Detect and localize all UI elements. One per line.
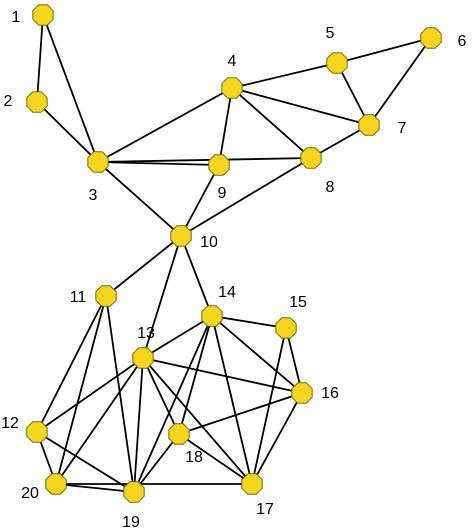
edges-layer	[36, 14, 432, 493]
node-1[interactable]	[32, 4, 54, 26]
node-13[interactable]	[132, 347, 154, 369]
node-16[interactable]	[291, 382, 313, 404]
node-label-18: 18	[185, 449, 203, 466]
edge-15-16	[285, 327, 303, 394]
node-11[interactable]	[95, 285, 117, 307]
edge-3-10	[97, 161, 182, 237]
edge-11-20	[55, 295, 107, 485]
node-5[interactable]	[326, 52, 348, 74]
node-label-15: 15	[289, 294, 307, 311]
node-label-8: 8	[326, 179, 335, 196]
edge-4-5	[231, 62, 338, 89]
edge-15-17	[251, 327, 287, 485]
edge-19-20	[55, 483, 135, 493]
edge-5-6	[336, 37, 432, 64]
edge-16-18	[178, 392, 303, 435]
node-label-11: 11	[70, 289, 87, 306]
edge-13-19	[133, 357, 144, 493]
edge-13-17	[142, 357, 253, 485]
node-label-20: 20	[21, 485, 39, 502]
node-label-1: 1	[12, 9, 21, 26]
edge-11-19	[105, 295, 135, 493]
node-label-4: 4	[228, 53, 237, 70]
node-7[interactable]	[358, 114, 380, 136]
node-15[interactable]	[275, 317, 297, 339]
nodes-layer	[26, 4, 442, 503]
edge-3-8	[97, 157, 312, 163]
edge-12-19	[36, 431, 135, 493]
node-18[interactable]	[168, 423, 190, 445]
edge-10-14	[180, 235, 213, 317]
node-2[interactable]	[26, 91, 48, 113]
edge-13-20	[55, 357, 144, 485]
node-14[interactable]	[201, 305, 223, 327]
node-label-14: 14	[218, 284, 236, 301]
edge-1-2	[36, 14, 44, 103]
node-label-13: 13	[137, 325, 155, 342]
node-6[interactable]	[420, 27, 442, 49]
edge-10-13	[142, 235, 182, 359]
node-8[interactable]	[300, 147, 322, 169]
edge-14-16	[211, 315, 303, 394]
edge-5-7	[336, 62, 370, 126]
edge-16-17	[251, 392, 303, 485]
node-label-3: 3	[89, 187, 98, 204]
node-9[interactable]	[208, 154, 230, 176]
node-4[interactable]	[221, 77, 243, 99]
node-label-9: 9	[218, 185, 227, 202]
edge-4-9	[218, 87, 233, 166]
edge-14-18	[178, 315, 213, 435]
node-label-5: 5	[326, 25, 335, 42]
edge-13-18	[142, 357, 180, 435]
node-label-17: 17	[256, 501, 274, 518]
edge-9-10	[180, 164, 220, 237]
edge-3-4	[97, 87, 233, 163]
node-10[interactable]	[170, 225, 192, 247]
edge-14-17	[211, 315, 253, 485]
edge-18-19	[133, 433, 180, 493]
node-label-10: 10	[200, 234, 218, 251]
edge-13-16	[142, 357, 303, 394]
node-label-7: 7	[398, 120, 407, 137]
node-label-16: 16	[321, 385, 339, 402]
node-label-6: 6	[458, 33, 467, 50]
edge-1-3	[42, 14, 99, 163]
edge-7-8	[310, 124, 370, 159]
node-20[interactable]	[45, 473, 67, 495]
node-12[interactable]	[26, 421, 48, 443]
edge-12-13	[36, 357, 144, 433]
node-3[interactable]	[87, 151, 109, 173]
node-label-19: 19	[122, 514, 140, 530]
edge-8-10	[180, 157, 312, 237]
node-19[interactable]	[123, 481, 145, 503]
edge-10-11	[105, 235, 182, 297]
edge-13-14	[142, 315, 213, 359]
edge-4-7	[231, 87, 370, 126]
edge-6-7	[368, 37, 432, 126]
node-label-2: 2	[4, 93, 13, 110]
edge-11-12	[36, 295, 107, 433]
edge-4-8	[231, 87, 312, 159]
node-label-12: 12	[1, 415, 19, 432]
edge-2-3	[36, 101, 99, 163]
edge-17-18	[178, 433, 253, 485]
node-17[interactable]	[241, 473, 263, 495]
edge-14-19	[133, 315, 213, 493]
edge-14-15	[211, 315, 287, 329]
